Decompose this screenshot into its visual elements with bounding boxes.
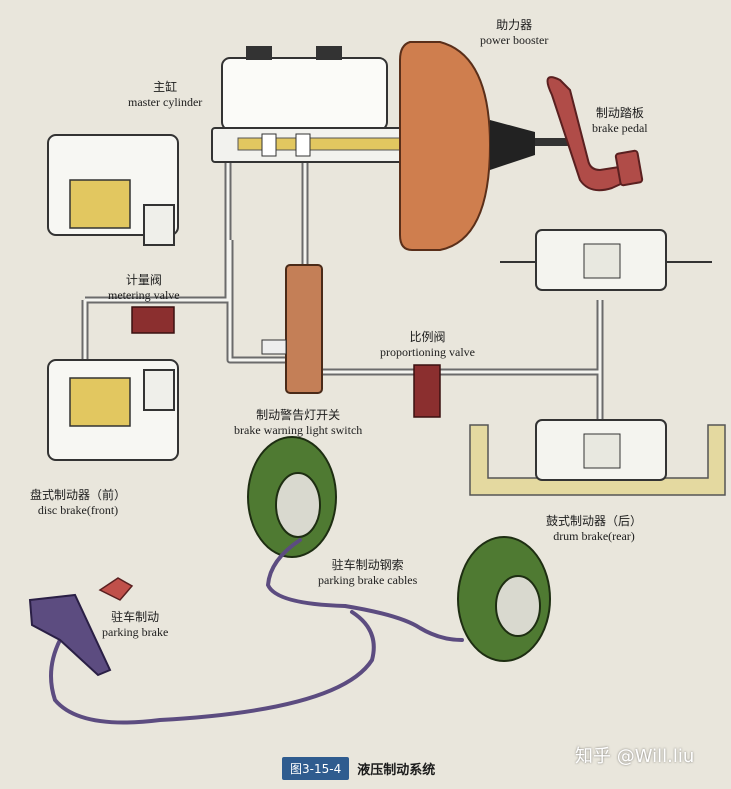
label-master-cylinder: 主缸 master cylinder — [128, 80, 202, 110]
label-warning-switch-zh: 制动警告灯开关 — [256, 408, 341, 422]
label-master-cylinder-zh: 主缸 — [153, 80, 178, 94]
figure-number: 图3-15-4 — [282, 756, 350, 780]
hydraulic-brake-diagram — [28, 41, 726, 725]
label-disc-brake-zh: 盘式制动器（前） — [30, 488, 127, 502]
label-brake-pedal-en: brake pedal — [592, 121, 648, 135]
label-power-booster-zh: 助力器 — [496, 18, 533, 32]
label-drum-brake: 鼓式制动器（后） drum brake(rear) — [546, 514, 642, 544]
label-metering-valve: 计量阀 metering valve — [108, 273, 180, 303]
disc-brake-front-lower — [47, 359, 179, 461]
label-warning-switch: 制动警告灯开关 brake warning light switch — [234, 408, 362, 438]
drum-brake-rear-upper — [500, 229, 712, 291]
figure-title: 液压制动系统 — [357, 762, 436, 778]
metering-valve — [131, 306, 175, 334]
label-parking-cables-en: parking brake cables — [318, 573, 418, 587]
label-drum-brake-zh: 鼓式制动器（后） — [546, 514, 643, 528]
watermark: 知乎 @Will.liu — [575, 746, 695, 767]
parking-drum-right — [457, 536, 551, 662]
figure-caption: 图3-15-4 液压制动系统 — [282, 756, 435, 780]
label-power-booster-en: power booster — [480, 33, 549, 47]
label-warning-switch-en: brake warning light switch — [234, 423, 363, 437]
label-parking-cables: 驻车制动钢索 parking brake cables — [318, 558, 417, 588]
brake-pedal — [546, 76, 644, 192]
label-drum-brake-en: drum brake(rear) — [553, 529, 635, 543]
drum-brake-rear-frame — [469, 419, 726, 496]
label-proportioning-valve-en: proportioning valve — [380, 345, 475, 359]
label-metering-valve-en: metering valve — [108, 288, 180, 302]
label-master-cylinder-en: master cylinder — [128, 95, 203, 109]
label-brake-pedal: 制动踏板 brake pedal — [592, 106, 648, 136]
parking-brake-lever — [28, 577, 134, 677]
label-parking-brake-en: parking brake — [102, 625, 169, 639]
label-disc-brake-en: disc brake(front) — [37, 503, 119, 517]
label-brake-pedal-zh: 制动踏板 — [595, 106, 644, 120]
disc-brake-front-upper — [47, 134, 179, 246]
label-disc-brake: 盘式制动器（前） disc brake(front) — [30, 488, 126, 518]
label-parking-brake: 驻车制动 parking brake — [102, 610, 168, 640]
parking-drum-left — [247, 436, 337, 558]
power-booster — [399, 41, 575, 251]
proportioning-valve — [413, 364, 441, 418]
label-power-booster: 助力器 power booster — [480, 18, 548, 48]
label-metering-valve-zh: 计量阀 — [125, 273, 162, 287]
parking-brake-cables — [49, 538, 464, 725]
master-cylinder — [211, 46, 409, 163]
brake-warning-light-switch — [261, 264, 323, 394]
label-proportioning-valve: 比例阀 proportioning valve — [380, 330, 475, 360]
label-proportioning-valve-zh: 比例阀 — [409, 330, 446, 344]
label-parking-cables-zh: 驻车制动钢索 — [331, 558, 404, 572]
label-parking-brake-zh: 驻车制动 — [111, 610, 160, 624]
